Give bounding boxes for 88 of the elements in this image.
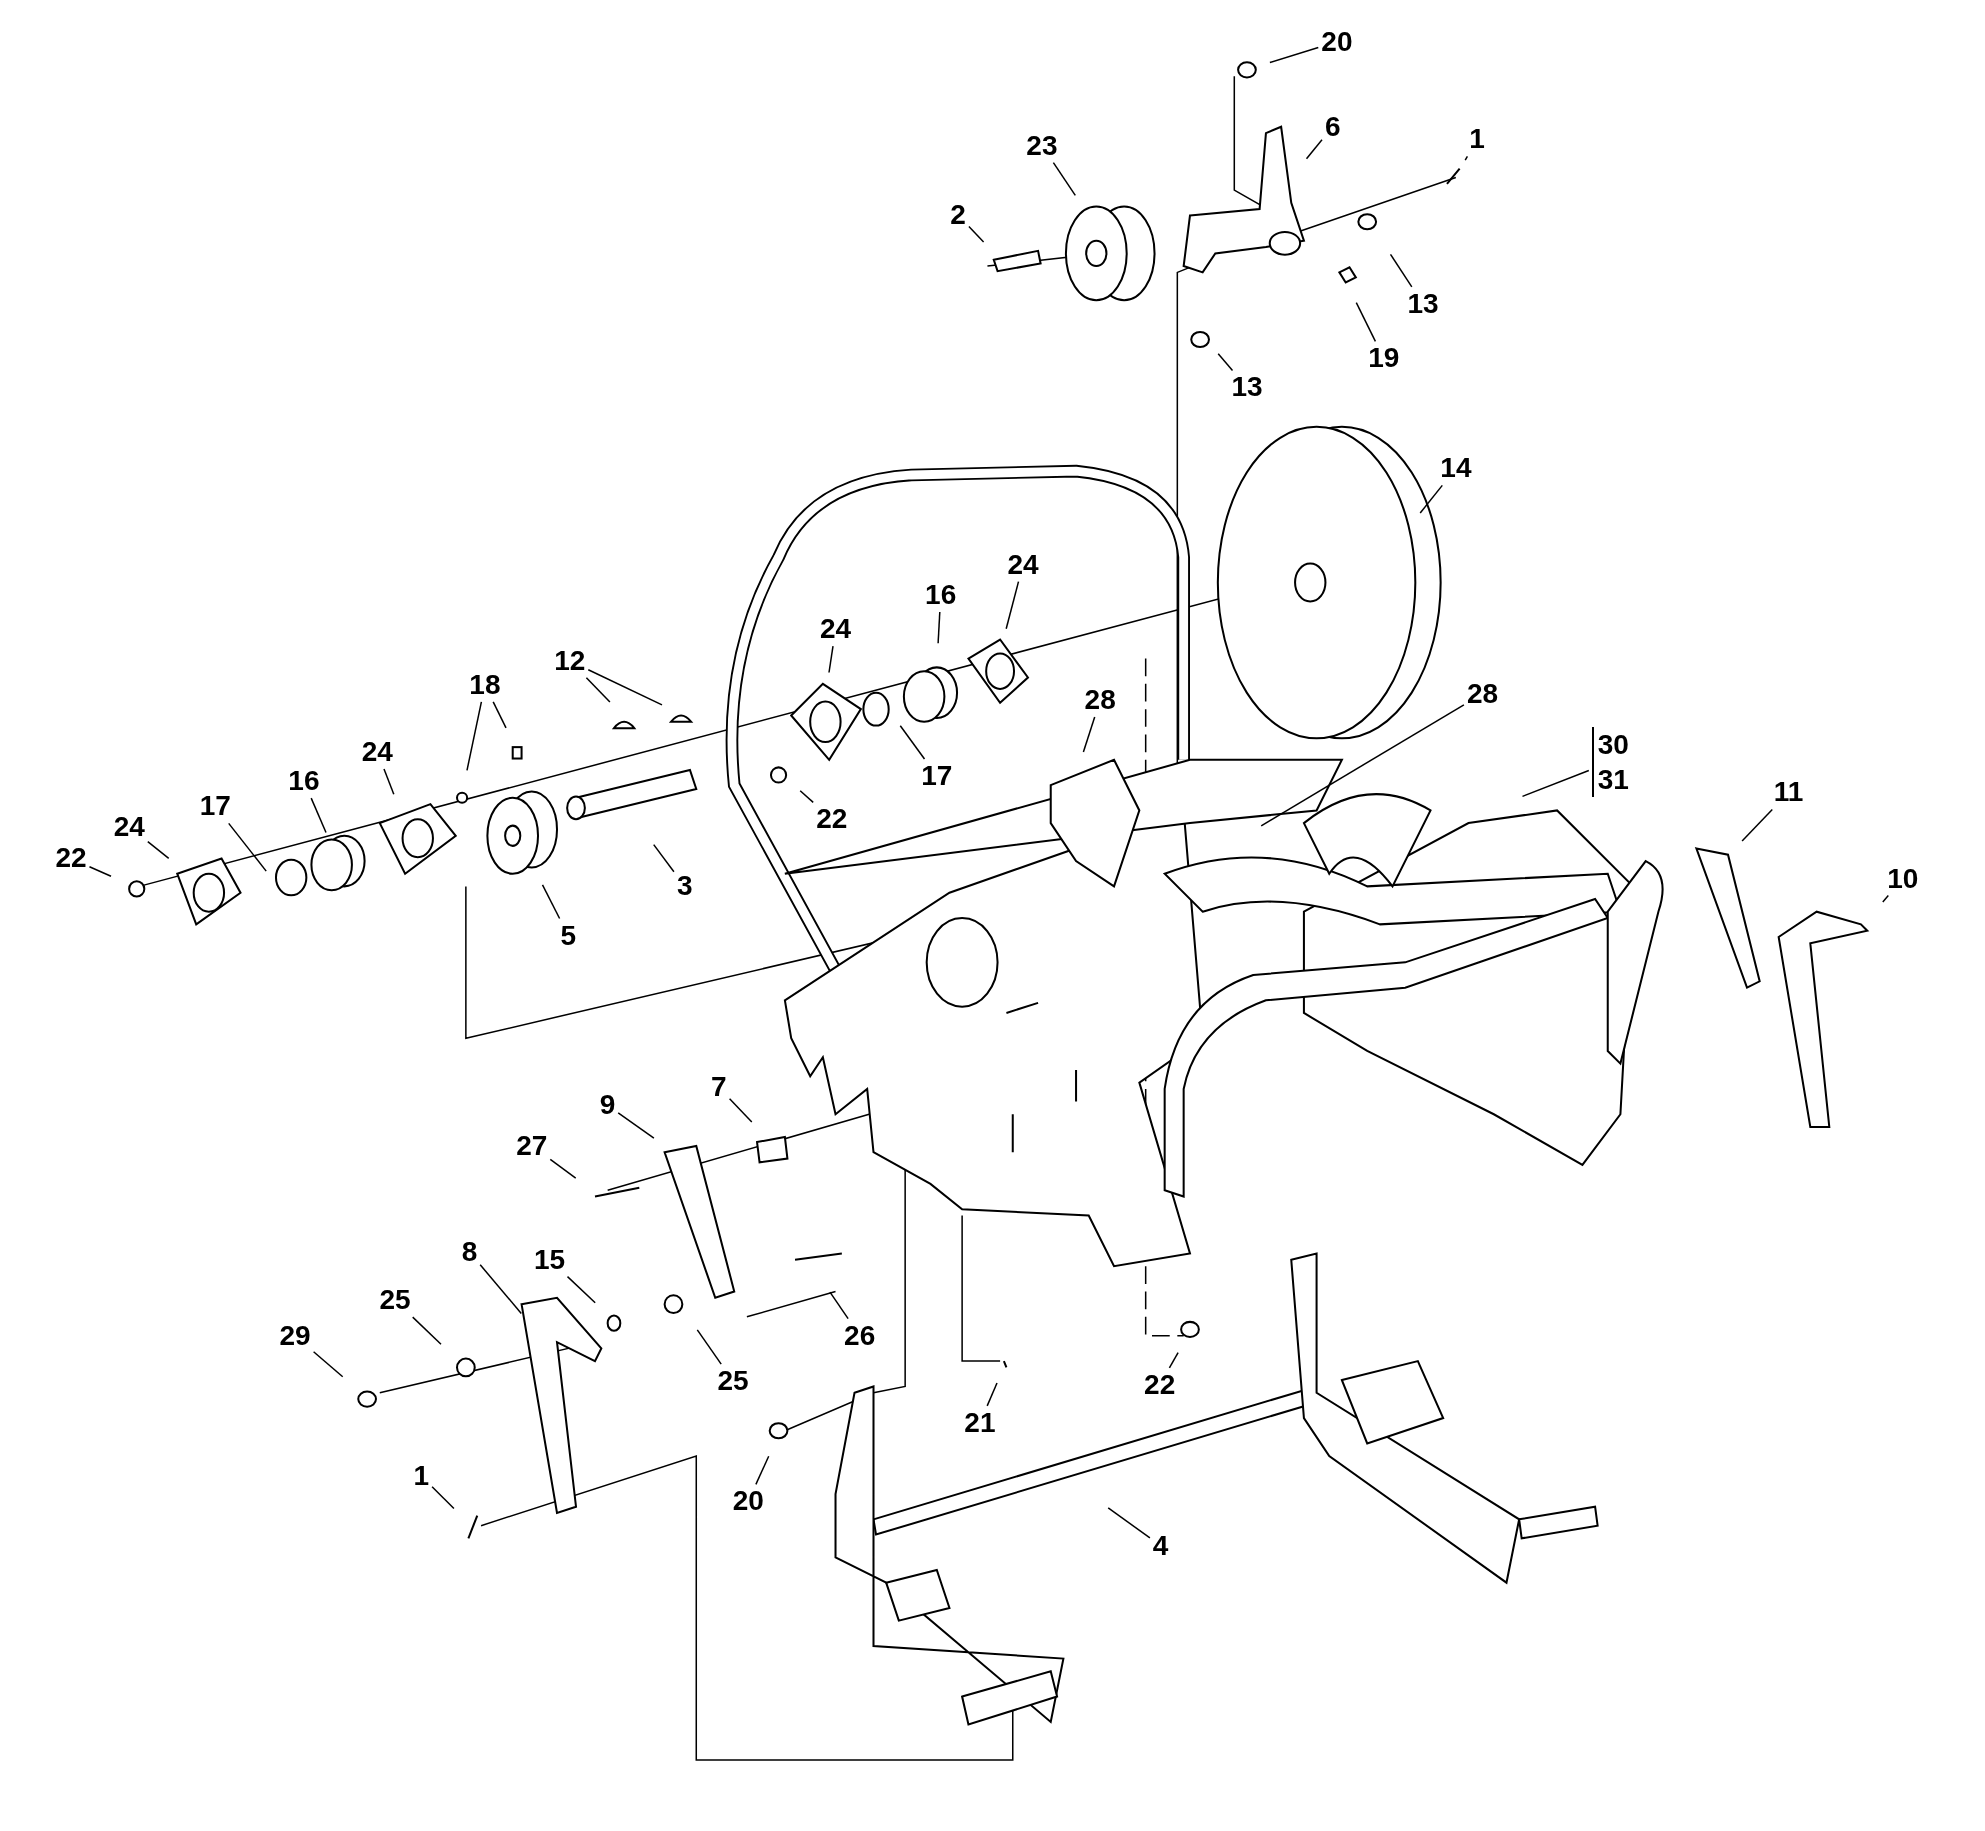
leader-line <box>1419 484 1444 514</box>
leader-line <box>466 701 483 772</box>
leader-line <box>1305 138 1323 160</box>
callout-number: 14 <box>1440 454 1472 483</box>
leader-line <box>937 611 941 644</box>
callout-number: 4 <box>1152 1531 1169 1560</box>
leader-line <box>755 1455 770 1486</box>
leader-line <box>696 1329 722 1365</box>
leader-line <box>1882 894 1890 903</box>
leader-line <box>1052 161 1077 197</box>
callout-number: 25 <box>717 1367 749 1396</box>
callout-number: 13 <box>1407 289 1439 318</box>
callout-number: 24 <box>820 615 852 644</box>
callout-number: 13 <box>1231 373 1263 402</box>
leader-line <box>585 677 611 703</box>
callout-number: 30 <box>1597 728 1629 763</box>
leader-line <box>829 1291 849 1320</box>
callout-number: 5 <box>560 921 576 950</box>
leader-line <box>383 768 395 795</box>
leader-line <box>88 865 112 878</box>
leader-line <box>1082 716 1096 753</box>
callout-number: 10 <box>1887 864 1919 893</box>
callout-number: 7 <box>711 1073 727 1102</box>
leader-line <box>828 645 834 674</box>
callout-number: 27 <box>516 1131 548 1160</box>
callout-number: 2 <box>950 201 966 230</box>
callout-number: 23 <box>1026 131 1058 160</box>
callout-number: 19 <box>1368 344 1400 373</box>
leader-line <box>1355 301 1377 343</box>
callout-number: 22 <box>816 805 848 834</box>
leader-line <box>986 1382 998 1407</box>
callout-number: 24 <box>361 737 393 766</box>
leader-line <box>617 1112 655 1139</box>
callout-number: 20 <box>1321 27 1353 56</box>
callout-number: 24 <box>1007 550 1039 579</box>
leader-line <box>1741 808 1774 842</box>
callout-number: 3 <box>676 872 693 901</box>
callout-bracket <box>1591 727 1629 798</box>
leader-line <box>1269 46 1320 64</box>
callout-number: 28 <box>1466 679 1499 708</box>
callout-number: 9 <box>599 1091 616 1120</box>
leader-line <box>431 1486 455 1510</box>
leader-line <box>899 725 926 760</box>
leader-line <box>147 840 170 860</box>
callout-number: 25 <box>379 1286 411 1315</box>
leader-line <box>411 1316 442 1346</box>
leader-line <box>549 1158 577 1179</box>
leader-line <box>728 1097 753 1123</box>
callout-number: 31 <box>1597 763 1629 798</box>
leader-line <box>566 1275 596 1304</box>
leader-line <box>312 1350 344 1378</box>
leader-line <box>1005 580 1020 630</box>
callout-number: 17 <box>921 762 953 790</box>
leader-line <box>1389 253 1413 288</box>
callout-number: 15 <box>533 1245 566 1274</box>
leader-line <box>227 822 267 872</box>
callout-number: 21 <box>964 1408 996 1437</box>
callout-number: 1 <box>1469 125 1485 154</box>
leader-line <box>1107 1507 1151 1539</box>
leader-line <box>587 668 663 706</box>
callout-number: 6 <box>1325 112 1341 141</box>
callout-number: 29 <box>279 1321 311 1350</box>
leader-line <box>652 843 675 873</box>
leader-line <box>1521 769 1590 798</box>
callout-number: 20 <box>732 1487 764 1516</box>
callout-number: 24 <box>113 812 145 841</box>
callout-number: 22 <box>1144 1370 1176 1399</box>
callout-number: 11 <box>1773 778 1804 807</box>
leader-line <box>479 1264 523 1315</box>
leader-line <box>492 701 507 729</box>
leader-line <box>541 884 561 920</box>
callout-number: 8 <box>461 1238 478 1266</box>
callout-number: 28 <box>1084 686 1116 715</box>
leader-line <box>1217 352 1234 372</box>
callout-number: 17 <box>199 792 231 821</box>
callout-number: 18 <box>469 670 501 699</box>
leader-line <box>310 797 327 834</box>
leader-line <box>1260 704 1465 827</box>
leader-line <box>799 790 814 804</box>
callout-number: 1 <box>413 1462 430 1491</box>
leader-line <box>968 225 985 243</box>
callout-number: 12 <box>554 646 586 675</box>
leader-line <box>1464 155 1469 161</box>
callout-number: 22 <box>55 844 87 873</box>
callout-number: 16 <box>925 581 957 609</box>
leader-line <box>1168 1351 1179 1369</box>
callout-number: 16 <box>288 767 320 796</box>
callout-number: 26 <box>844 1321 876 1350</box>
